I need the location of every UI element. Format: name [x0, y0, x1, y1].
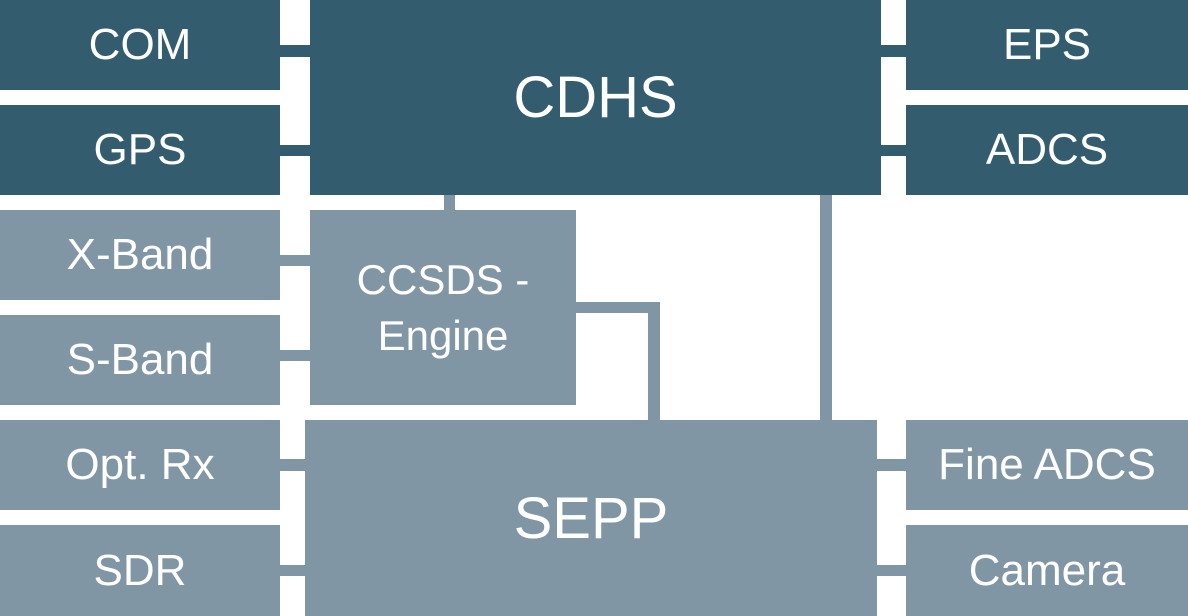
block-gps-label: GPS	[93, 125, 187, 174]
block-opt-rx-label: Opt. Rx	[65, 440, 215, 489]
connector-eps-cdhs	[881, 45, 906, 57]
connector-camera-sepp	[877, 565, 906, 576]
block-ccsds-engine: CCSDS - Engine	[310, 210, 576, 405]
block-cdhs: CDHS	[310, 0, 881, 195]
connector-xband-ccsds	[280, 255, 310, 266]
block-sepp: SEPP	[305, 420, 877, 616]
connector-sdr-sepp	[280, 565, 305, 576]
block-com-label: COM	[88, 20, 192, 69]
block-sepp-label: SEPP	[513, 485, 669, 551]
connector-cdhs-ccsds	[444, 195, 455, 210]
block-s-band: S-Band	[0, 315, 280, 405]
block-eps-label: EPS	[1002, 20, 1092, 69]
block-sdr: SDR	[0, 525, 280, 616]
block-eps: EPS	[906, 0, 1188, 90]
block-fine-adcs: Fine ADCS	[906, 420, 1188, 510]
block-x-band: X-Band	[0, 210, 280, 300]
block-gps: GPS	[0, 105, 280, 195]
block-sdr-label: SDR	[93, 545, 187, 595]
block-camera: Camera	[906, 525, 1188, 616]
connector-ccsds-sepp-v	[648, 302, 660, 420]
block-x-band-label: X-Band	[66, 230, 214, 279]
connector-optrx-sepp	[280, 459, 305, 471]
connector-gps-cdhs	[280, 145, 310, 156]
block-com: COM	[0, 0, 280, 90]
connector-cdhs-sepp	[820, 195, 832, 420]
connector-sband-ccsds	[280, 350, 310, 361]
block-camera-label: Camera	[968, 545, 1126, 595]
block-ccsds-engine-label: CCSDS - Engine	[356, 255, 530, 359]
connector-fineadcs-sepp	[877, 459, 906, 471]
block-cdhs-label: CDHS	[513, 65, 678, 130]
block-fine-adcs-label: Fine ADCS	[938, 440, 1156, 489]
block-s-band-label: S-Band	[66, 335, 214, 384]
connector-com-cdhs	[280, 45, 310, 57]
connector-ccsds-sepp-h	[576, 302, 660, 313]
block-adcs-label: ADCS	[985, 125, 1109, 174]
block-adcs: ADCS	[906, 105, 1188, 195]
block-opt-rx: Opt. Rx	[0, 420, 280, 510]
connector-adcs-cdhs	[881, 145, 906, 156]
